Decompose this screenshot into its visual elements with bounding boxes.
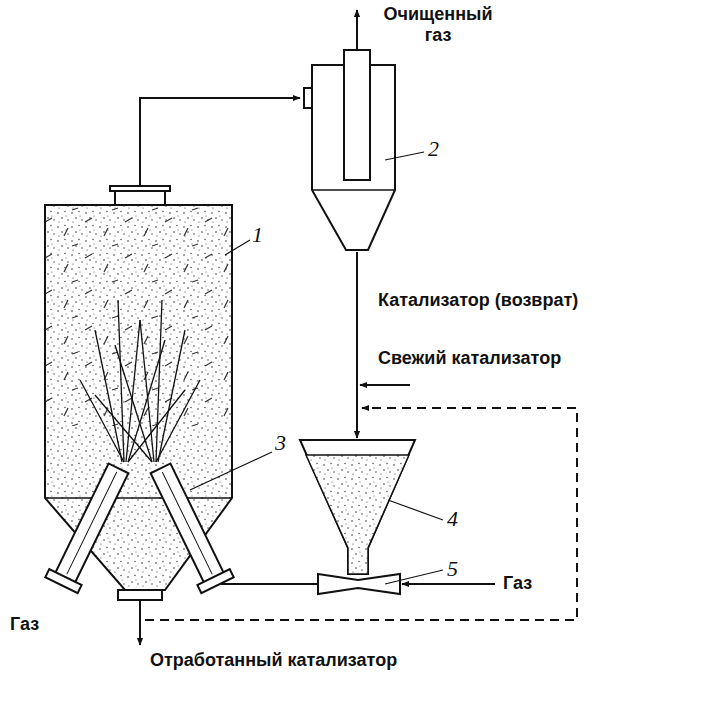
stream-label: Газ: [10, 614, 39, 635]
stream-label: Очищенный газ: [378, 4, 498, 45]
callout-number: 2: [428, 136, 439, 161]
stream-label: Катализатор (возврат): [378, 290, 578, 311]
callout-number: 1: [252, 222, 263, 247]
stream-label: Отработанный катализатор: [150, 650, 397, 671]
stream-label: Свежий катализатор: [378, 348, 561, 369]
callout-number: 4: [447, 506, 458, 531]
callout-number: 3: [275, 430, 286, 455]
stream-label: Газ: [503, 573, 532, 594]
callout-number: 5: [447, 556, 458, 581]
